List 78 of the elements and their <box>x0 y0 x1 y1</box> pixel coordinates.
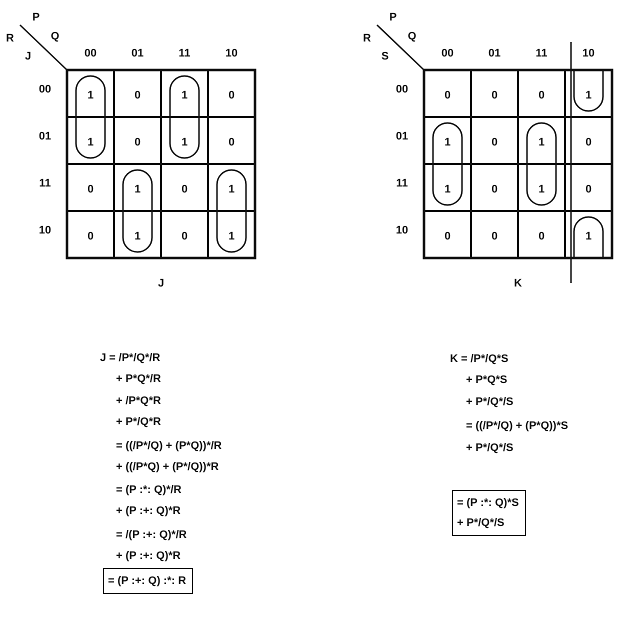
column-header: 10 <box>582 48 595 60</box>
cell-value: 0 <box>228 89 235 102</box>
cell-value: 0 <box>181 183 188 196</box>
cell-value: 1 <box>585 230 592 243</box>
column-header: 01 <box>488 48 501 60</box>
equation-line: = /(P :+: Q)*/R <box>116 529 187 542</box>
cell-value: 0 <box>491 230 498 243</box>
row-header: 00 <box>38 83 52 96</box>
cell-value: 0 <box>538 89 545 102</box>
cell-value: 1 <box>228 183 235 196</box>
cell-value: 0 <box>134 136 141 149</box>
column-header: 00 <box>84 48 97 60</box>
result-box <box>452 490 526 536</box>
equation-line: + P*/Q*/S <box>466 442 514 455</box>
equation-line: K = /P*/Q*S <box>450 353 508 366</box>
result-box <box>103 568 194 594</box>
row-header: 01 <box>396 130 408 143</box>
equation-line: J = /P*/Q*/R <box>100 352 160 365</box>
cell-value: 0 <box>87 183 94 196</box>
variable-label: J <box>24 50 32 64</box>
equation-line: = ((/P*/Q) + (P*Q))*/R <box>116 440 222 453</box>
row-header: 00 <box>396 83 408 96</box>
variable-label: P <box>389 12 397 24</box>
cell-value: 0 <box>134 89 141 102</box>
cell-value: 1 <box>585 89 592 102</box>
variable-label: S <box>381 50 389 64</box>
cell-value: 1 <box>444 136 451 149</box>
row-header: 11 <box>396 177 408 190</box>
cell-value: 0 <box>181 230 188 243</box>
cell-value: 1 <box>181 136 188 149</box>
row-header: 10 <box>396 224 408 237</box>
column-header: 11 <box>178 48 190 60</box>
cell-value: 1 <box>538 183 545 196</box>
equation-line: + P*/Q*/S <box>466 396 514 409</box>
variable-label: Q <box>50 30 60 44</box>
cell-value: 1 <box>228 230 235 243</box>
variable-label: R <box>363 32 371 46</box>
row-header: 11 <box>39 177 51 190</box>
equation-line: + ((/P*Q) + (P*/Q))*R <box>116 461 219 474</box>
cell-value: 1 <box>181 89 188 102</box>
cell-value: 0 <box>444 89 451 102</box>
cell-value: 0 <box>585 183 592 196</box>
row-header: 01 <box>38 130 52 143</box>
variable-label: R <box>6 32 14 46</box>
equation-line: = (P :*: Q)*/R <box>116 484 182 497</box>
column-header: 10 <box>225 48 238 60</box>
variable-label: Q <box>408 30 416 44</box>
column-header: 00 <box>441 48 454 60</box>
variable-label: P <box>32 12 40 24</box>
cell-value: 1 <box>538 136 545 149</box>
equation-line: + P*/Q*R <box>116 416 161 429</box>
equation-line: = (P :+: Q) :*: R <box>108 574 186 589</box>
cell-value: 0 <box>444 230 451 243</box>
equation-line: = ((/P*/Q) + (P*Q))*S <box>466 420 568 433</box>
cell-value: 1 <box>87 136 94 149</box>
cell-value: 0 <box>491 89 498 102</box>
cell-value: 1 <box>87 89 94 102</box>
map-caption: K <box>514 278 522 290</box>
cell-value: 0 <box>538 230 545 243</box>
equation-line: + (P :+: Q)*R <box>116 550 181 563</box>
cell-value: 0 <box>491 183 498 196</box>
cell-value: 1 <box>134 230 141 243</box>
equation-line: + P*Q*/R <box>116 373 161 386</box>
cell-value: 0 <box>585 136 592 149</box>
column-header: 11 <box>536 48 548 60</box>
cell-value: 1 <box>134 183 141 196</box>
map-caption: J <box>158 278 164 290</box>
equation-line: + (P :+: Q)*R <box>116 505 181 518</box>
cell-value: 0 <box>87 230 94 243</box>
cell-value: 0 <box>228 136 235 149</box>
equation-line: + P*/Q*/S <box>457 516 506 531</box>
equation-line: = (P :*: Q)*S <box>457 496 519 511</box>
cell-value: 1 <box>444 183 451 196</box>
equation-line: + /P*Q*R <box>116 395 161 408</box>
row-header: 10 <box>38 224 52 237</box>
cell-value: 0 <box>491 136 498 149</box>
column-header: 01 <box>131 48 144 60</box>
equation-line: + P*Q*S <box>466 374 508 387</box>
